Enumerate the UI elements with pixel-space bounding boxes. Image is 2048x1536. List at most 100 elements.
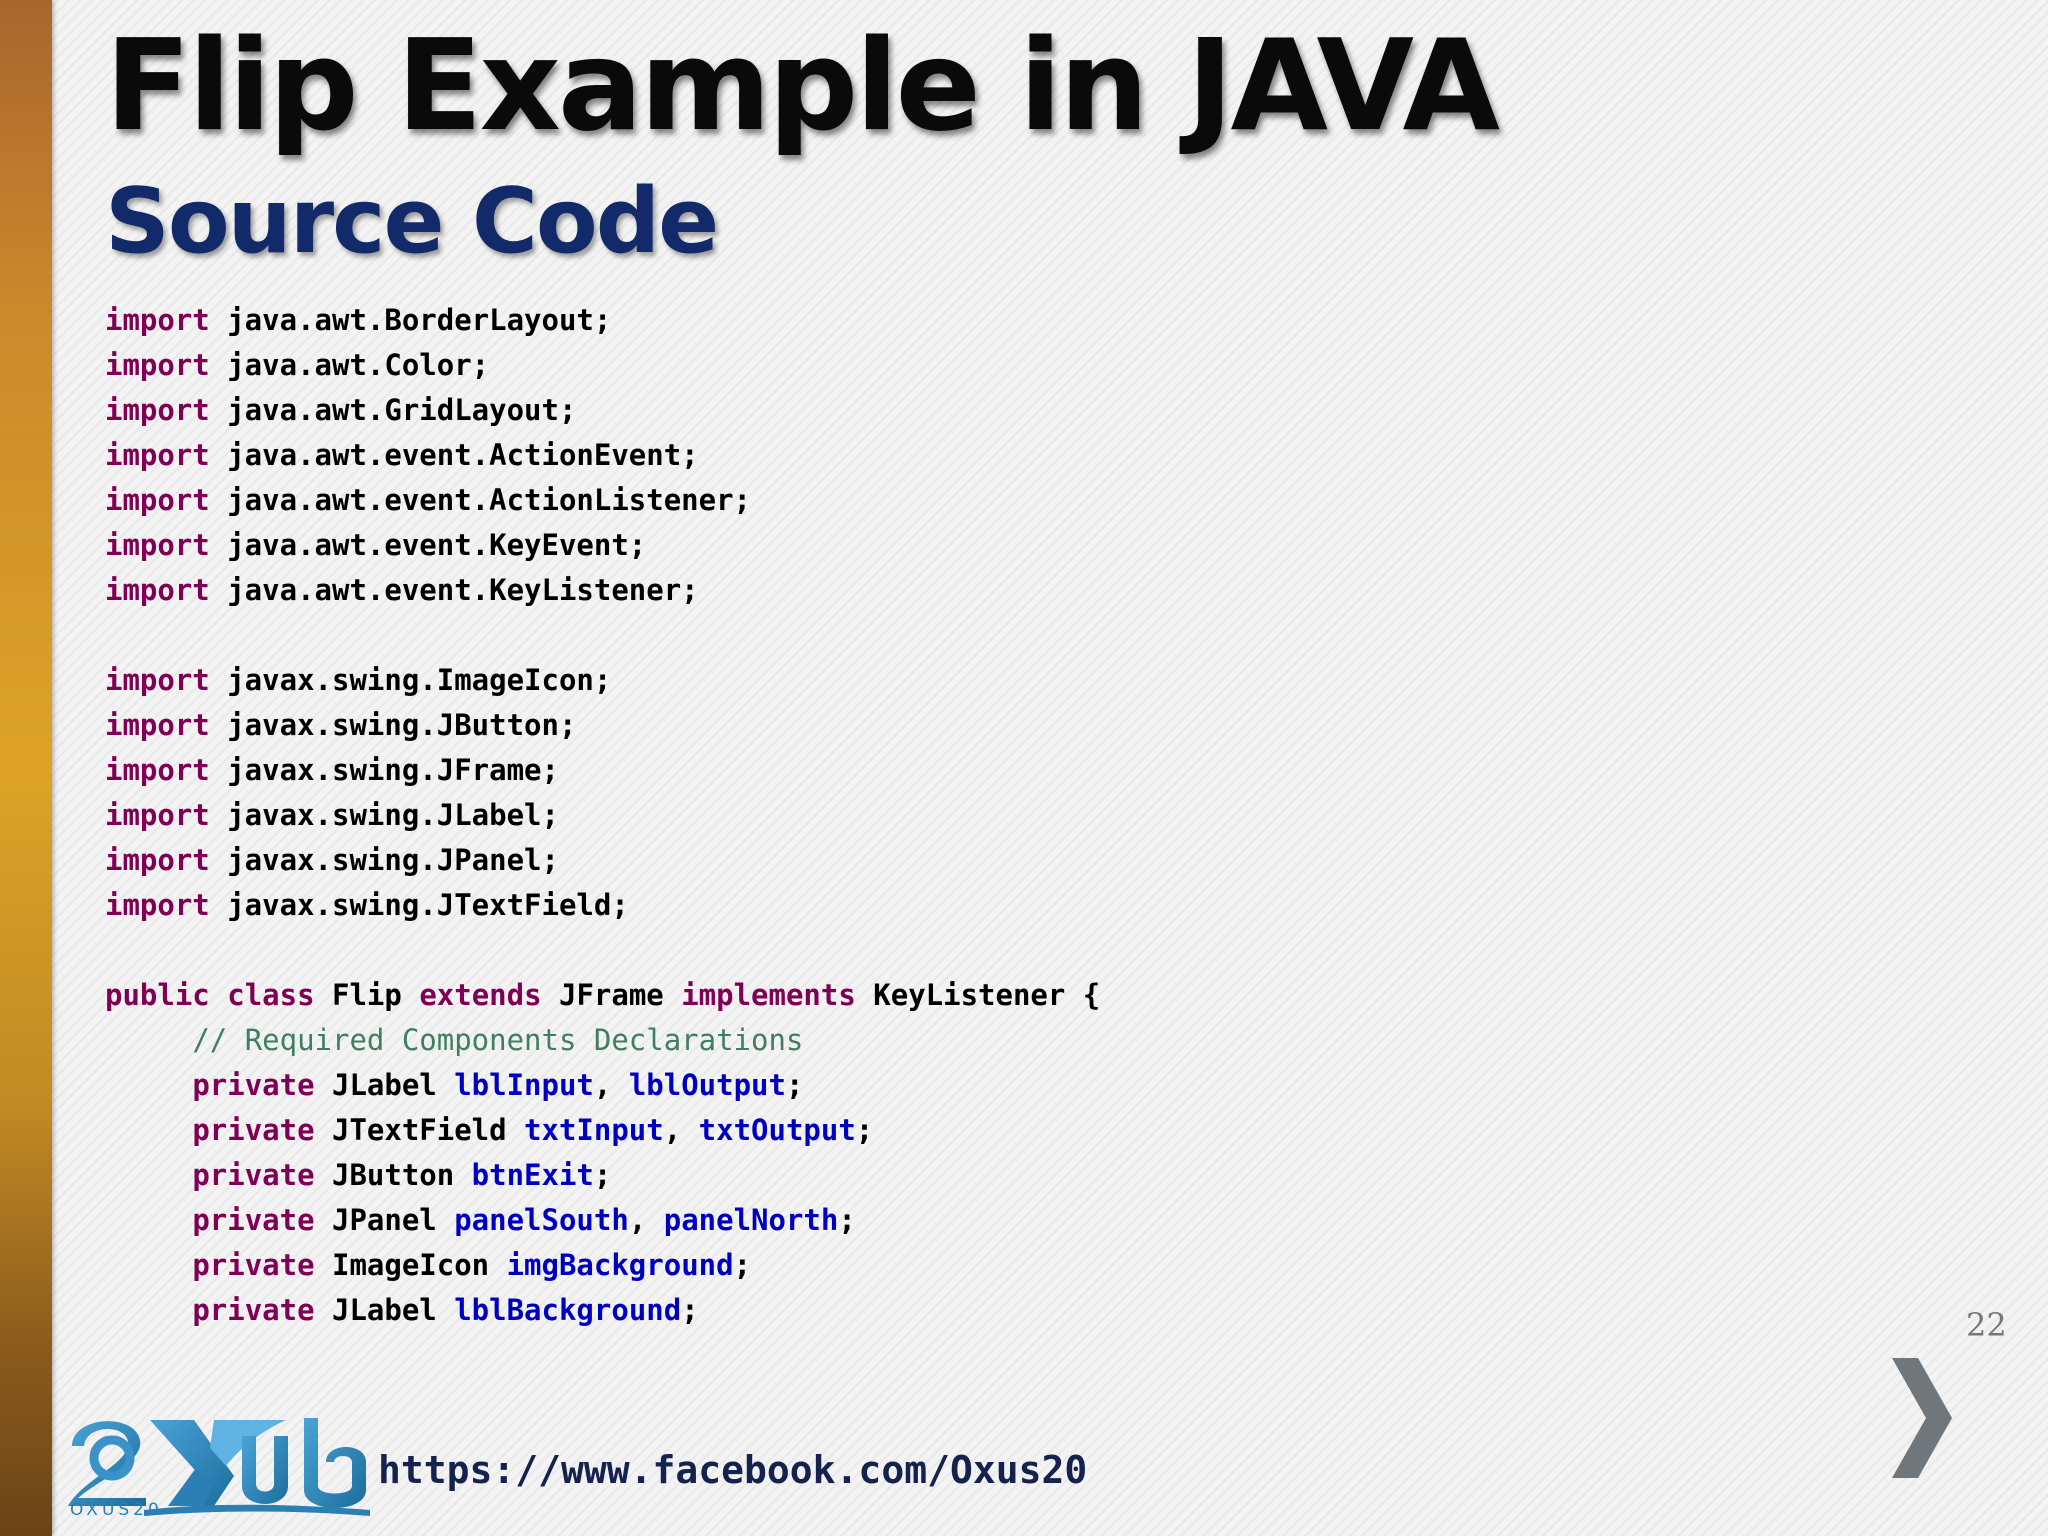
code-text [105,1023,192,1057]
code-text [105,1203,192,1237]
code-text: javax.swing.JFrame; [209,753,559,787]
code-text [105,1113,192,1147]
code-text: JTextField [314,1113,525,1147]
code-line: private JPanel panelSouth, panelNorth; [105,1198,1100,1243]
slide-title: Flip Example in JAVA [105,12,1500,159]
code-text: java.awt.event.ActionEvent; [209,438,699,472]
code-keyword: private [192,1203,315,1237]
code-text: ; [785,1068,804,1102]
code-field: txtInput [524,1113,664,1147]
code-field: imgBackground [506,1248,734,1282]
next-slide-button[interactable] [1890,1358,1954,1478]
code-line: private JLabel lblBackground; [105,1288,1100,1333]
code-keyword: public [105,978,210,1012]
code-text: java.awt.event.KeyEvent; [209,528,647,562]
code-line: import java.awt.event.ActionEvent; [105,433,1100,478]
code-text: JFrame [541,978,682,1012]
code-text: , [663,1113,699,1147]
code-text: java.awt.Color; [209,348,490,382]
code-line [105,928,1100,973]
code-keyword: import [105,483,210,517]
code-line: import javax.swing.JLabel; [105,793,1100,838]
code-text: java.awt.event.ActionListener; [209,483,752,517]
code-line: import java.awt.BorderLayout; [105,298,1100,343]
code-text: java.awt.GridLayout; [209,393,577,427]
code-keyword: import [105,663,210,697]
code-text [105,1248,192,1282]
code-text: java.awt.BorderLayout; [209,303,612,337]
code-text: ; [593,1158,612,1192]
code-text: , [593,1068,629,1102]
code-keyword: import [105,708,210,742]
code-text: JButton [314,1158,472,1192]
code-keyword: import [105,348,210,382]
oxus20-logo [64,1406,374,1522]
code-keyword: private [192,1293,315,1327]
code-line: private JButton btnExit; [105,1153,1100,1198]
code-text: ImageIcon [314,1248,507,1282]
code-line: import java.awt.event.ActionListener; [105,478,1100,523]
code-line [105,613,1100,658]
code-text: javax.swing.JPanel; [209,843,559,877]
code-text: javax.swing.JTextField; [209,888,629,922]
code-keyword: private [192,1158,315,1192]
code-line: import javax.swing.ImageIcon; [105,658,1100,703]
code-line: private JTextField txtInput, txtOutput; [105,1108,1100,1153]
code-line: import javax.swing.JTextField; [105,883,1100,928]
code-line: // Required Components Declarations [105,1018,1100,1063]
page-number: 22 [1966,1306,2007,1344]
left-accent-bar [0,0,52,1536]
code-text: ; [681,1293,699,1327]
code-line: import java.awt.event.KeyEvent; [105,523,1100,568]
code-line: import java.awt.Color; [105,343,1100,388]
footer-facebook-link[interactable]: https://www.facebook.com/Oxus20 [378,1448,1088,1492]
code-text: javax.swing.JLabel; [209,798,559,832]
code-text: JPanel [314,1203,455,1237]
code-keyword: import [105,438,210,472]
code-field: panelSouth [454,1203,629,1237]
code-keyword: import [105,888,210,922]
code-text [210,978,227,1012]
code-line: private ImageIcon imgBackground; [105,1243,1100,1288]
code-comment: // Required Components Declarations [192,1023,804,1057]
code-line: import javax.swing.JPanel; [105,838,1100,883]
code-text [105,1158,192,1192]
logo-caption: OXUS20 [70,1500,163,1520]
code-keyword: private [192,1248,315,1282]
code-field: lblOutput [628,1068,786,1102]
code-text: , [628,1203,664,1237]
code-text: ; [733,1248,752,1282]
code-field: lblInput [454,1068,594,1102]
code-field: panelNorth [663,1203,839,1237]
code-keyword: import [105,528,210,562]
code-text: Flip [314,978,420,1012]
code-keyword: extends [419,978,542,1012]
code-keyword: import [105,843,210,877]
code-line: import javax.swing.JButton; [105,703,1100,748]
code-keyword: class [227,978,315,1012]
code-field: lblBackground [454,1293,682,1327]
code-text [105,1068,192,1102]
code-line: import javax.swing.JFrame; [105,748,1100,793]
code-text: JLabel [314,1293,455,1327]
code-keyword: implements [681,978,856,1012]
source-code-block: import java.awt.BorderLayout;import java… [105,298,1100,1333]
code-keyword: private [192,1113,315,1147]
code-keyword: private [192,1068,315,1102]
code-text: ; [855,1113,874,1147]
code-keyword: import [105,303,210,337]
slide-subtitle: Source Code [105,169,719,274]
code-field: btnExit [471,1158,594,1192]
code-text: KeyListener { [855,978,1101,1012]
code-keyword: import [105,753,210,787]
code-line: private JLabel lblInput, lblOutput; [105,1063,1100,1108]
code-text: JLabel [314,1068,455,1102]
code-line: public class Flip extends JFrame impleme… [105,973,1100,1018]
code-keyword: import [105,798,210,832]
code-text: java.awt.event.KeyListener; [209,573,699,607]
code-text: javax.swing.ImageIcon; [209,663,612,697]
code-keyword: import [105,393,210,427]
code-field: txtOutput [698,1113,856,1147]
code-text: ; [838,1203,856,1237]
code-line: import java.awt.GridLayout; [105,388,1100,433]
